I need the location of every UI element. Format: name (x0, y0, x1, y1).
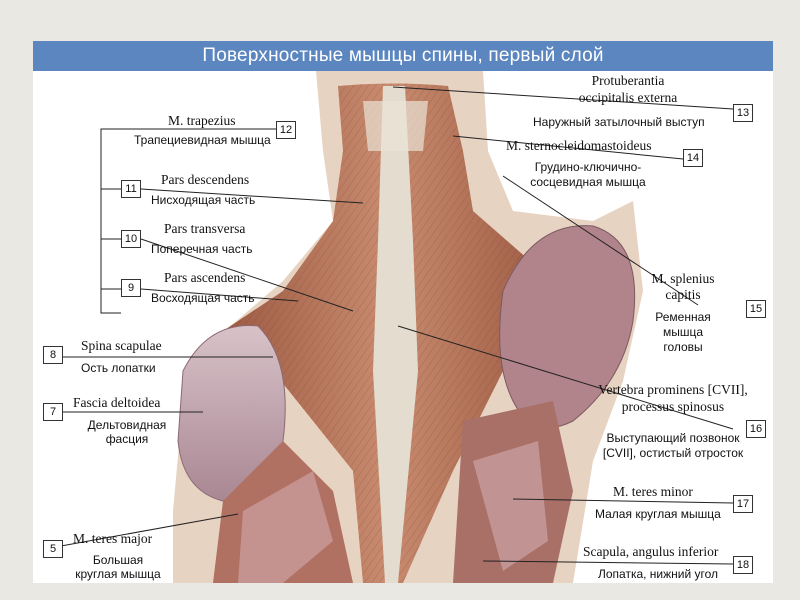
label-sternocleidomastoideus-latin: M. sternocleidomastoideus (506, 138, 652, 153)
number-8: 8 (43, 346, 63, 364)
label-scapula-angulus-russian: Лопатка, нижний угол (598, 567, 719, 581)
label-fascia-deltoidea-russian-2: фасция (105, 432, 149, 446)
label-pars-transversa-latin: Pars transversa (164, 221, 246, 236)
label-pars-ascendens-latin: Pars ascendens (164, 270, 246, 285)
right-arm (499, 225, 636, 429)
label-teres-major-latin: M. teres major (73, 531, 153, 546)
number-13: 13 (733, 104, 753, 122)
label-splenius-russian-3: головы (663, 340, 703, 354)
number-10: 10 (121, 230, 141, 248)
label-vertebra-prominens-latin-1: Vertebra prominens [CVII], (598, 382, 748, 397)
label-vertebra-prominens-russian-1: Выступающий позвонок (606, 431, 740, 445)
label-protuberantia-russian: Наружный затылочный выступ (533, 115, 705, 129)
figure-title: Поверхностные мышцы спины, первый слой (202, 45, 604, 66)
label-trapezius-latin: M. trapezius (168, 113, 236, 128)
number-14: 14 (683, 149, 703, 167)
label-sternocleidomastoideus-russian-2: сосцевидная мышца (530, 175, 646, 189)
number-16: 16 (746, 420, 766, 438)
label-fascia-deltoidea-latin: Fascia deltoidea (73, 395, 161, 410)
number-12: 12 (276, 121, 296, 139)
label-teres-minor-russian: Малая круглая мышца (595, 507, 721, 521)
number-5: 5 (43, 540, 63, 558)
label-scapula-angulus-latin: Scapula, angulus inferior (583, 544, 719, 559)
label-splenius-latin-1: M. splenius (651, 271, 715, 286)
right-teres (473, 441, 548, 571)
label-pars-descendens-russian: Нисходящая часть (151, 193, 256, 207)
label-teres-minor-latin: M. teres minor (613, 484, 693, 499)
label-spina-scapulae-latin: Spina scapulae (81, 338, 162, 353)
number-11: 11 (121, 180, 141, 198)
label-splenius-latin-2: capitis (665, 287, 701, 302)
figure-frame: Поверхностные мышцы спины, первый слой (33, 41, 773, 583)
label-splenius-russian-1: Ременная (655, 310, 711, 324)
left-deltoid (177, 325, 286, 502)
label-fascia-deltoidea-russian-1: Дельтовидная (87, 418, 167, 432)
neck-tendon (363, 101, 428, 151)
label-protuberantia-latin-2: occipitalis externa (578, 90, 678, 105)
label-pars-descendens-latin: Pars descendens (161, 172, 250, 187)
number-18: 18 (733, 556, 753, 574)
label-teres-major-russian-1: Большая (92, 553, 144, 567)
label-splenius-russian-2: мышца (662, 325, 704, 339)
label-trapezius-russian: Трапециевидная мышца (134, 133, 271, 147)
left-teres (238, 471, 333, 583)
label-vertebra-prominens-russian-2: [CVII], остистый отросток (602, 446, 744, 460)
label-vertebra-prominens-latin-2: processus spinosus (621, 399, 725, 414)
number-9: 9 (121, 279, 141, 297)
label-teres-major-russian-2: круглая мышца (75, 567, 161, 581)
label-sternocleidomastoideus-russian-1: Грудино-ключично- (534, 160, 642, 174)
back-muscles-illustration (173, 71, 643, 583)
label-protuberantia-latin-1: Protuberantia (591, 73, 665, 88)
number-17: 17 (733, 495, 753, 513)
number-15: 15 (746, 300, 766, 318)
number-7: 7 (43, 403, 63, 421)
label-pars-transversa-russian: Поперечная часть (151, 242, 253, 256)
title-bar: Поверхностные мышцы спины, первый слой (33, 41, 773, 71)
label-spina-scapulae-russian: Ость лопатки (81, 361, 156, 375)
leader-lines (60, 86, 734, 565)
spine-tendon (373, 86, 418, 583)
label-pars-ascendens-russian: Восходящая часть (151, 291, 255, 305)
